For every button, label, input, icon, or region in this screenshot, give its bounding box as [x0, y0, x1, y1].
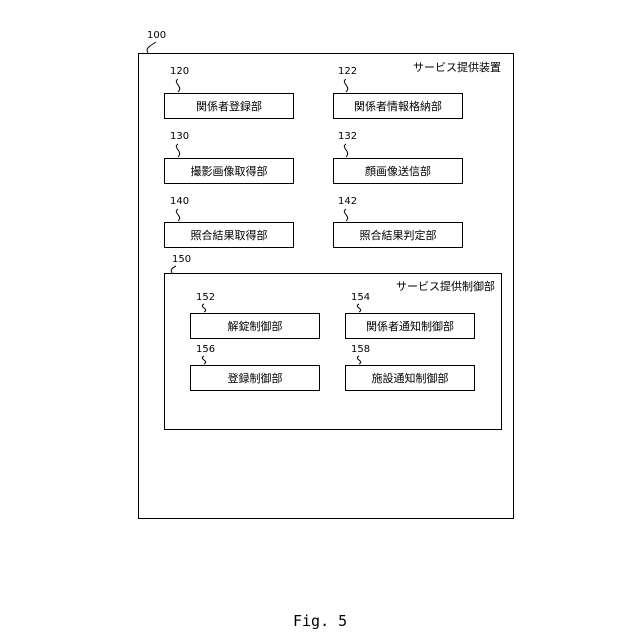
matching-result-acquisition-unit: 照合結果取得部 — [164, 222, 294, 248]
registrant-registration-unit: 関係者登録部 — [164, 93, 294, 119]
unit-122-ref: 122 — [338, 67, 357, 77]
unit-132-ref: 132 — [338, 132, 357, 142]
facility-notification-control-unit: 施設通知制御部 — [345, 365, 475, 391]
unit-154-ref: 154 — [351, 293, 370, 303]
face-image-transmission-unit: 顔画像送信部 — [333, 158, 463, 184]
registration-control-unit: 登録制御部 — [190, 365, 320, 391]
unlock-control-unit: 解錠制御部 — [190, 313, 320, 339]
unit-158-ref: 158 — [351, 345, 370, 355]
control-ref-number: 150 — [172, 255, 191, 265]
unit-130-ref: 130 — [170, 132, 189, 142]
unit-156-ref: 156 — [196, 345, 215, 355]
unit-142-ref: 142 — [338, 197, 357, 207]
control-title: サービス提供制御部 — [396, 281, 495, 293]
unit-120-ref: 120 — [170, 67, 189, 77]
unit-152-ref: 152 — [196, 293, 215, 303]
leader-100 — [147, 42, 156, 53]
registrant-notification-control-unit: 関係者通知制御部 — [345, 313, 475, 339]
unit-140-ref: 140 — [170, 197, 189, 207]
registrant-info-storage-unit: 関係者情報格納部 — [333, 93, 463, 119]
figure-caption: Fig. 5 — [293, 612, 347, 630]
captured-image-acquisition-unit: 撮影画像取得部 — [164, 158, 294, 184]
device-title: サービス提供装置 — [413, 62, 501, 74]
device-ref-number: 100 — [147, 31, 166, 41]
matching-result-determination-unit: 照合結果判定部 — [333, 222, 463, 248]
